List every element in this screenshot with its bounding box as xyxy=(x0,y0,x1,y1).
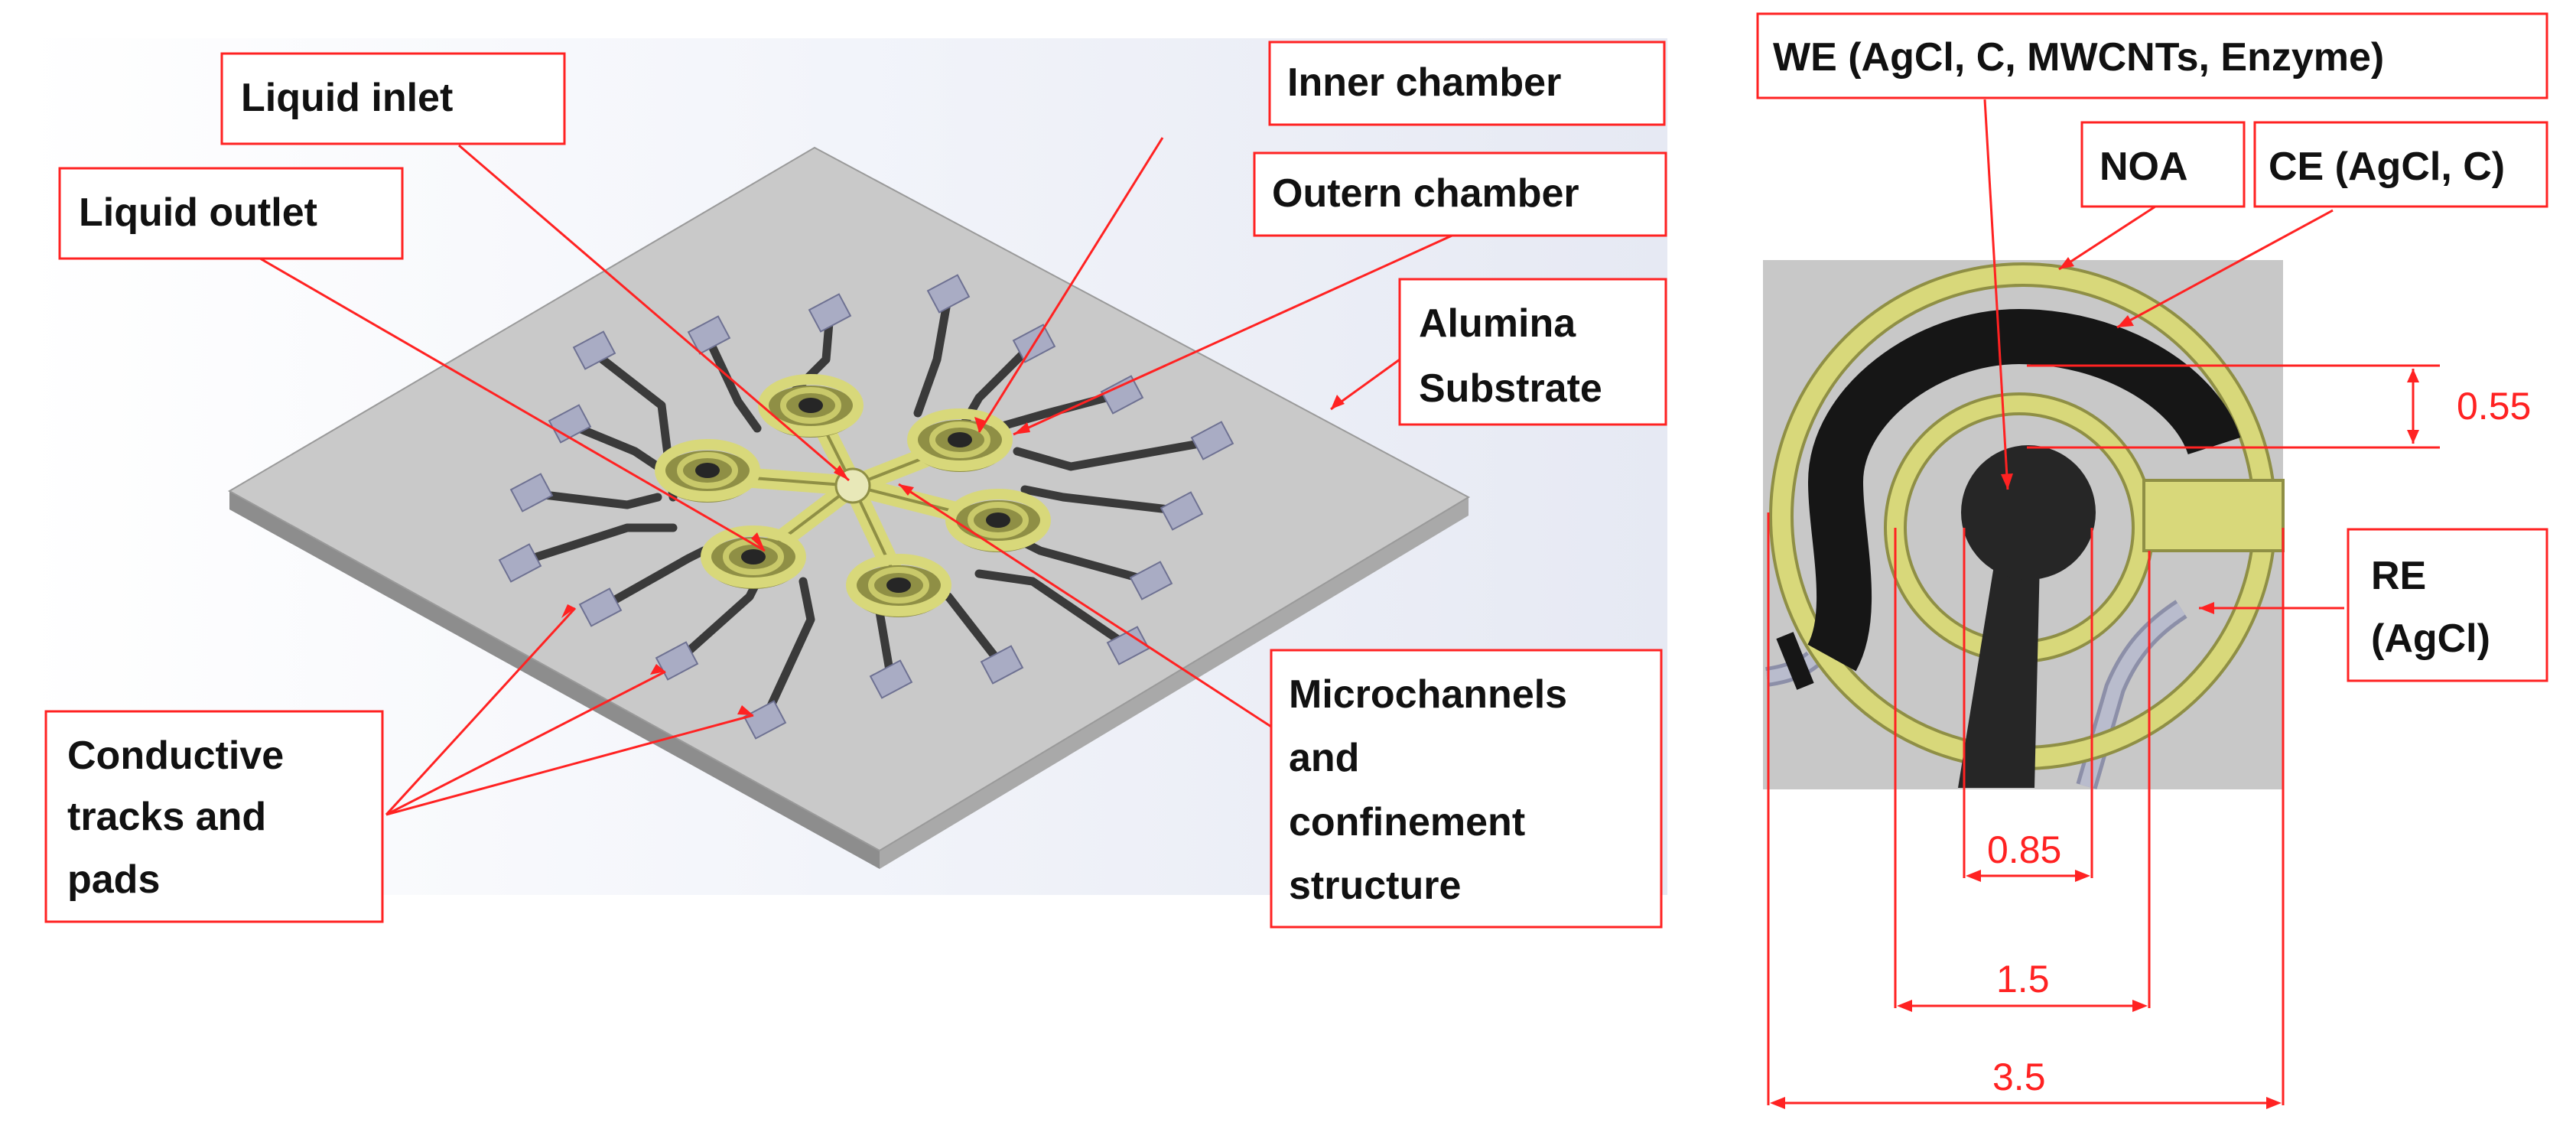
leader-lines-right xyxy=(1983,99,2344,610)
substrate-side-left xyxy=(229,491,880,869)
label-re: RE (AgCl) xyxy=(2347,528,2548,682)
re-gold-strip xyxy=(2142,479,2285,552)
sensor-chamber-6 xyxy=(846,554,951,617)
label-liquid-inlet-text: Liquid inlet xyxy=(241,76,453,120)
label-micro-line3: confinement xyxy=(1289,800,1525,844)
grey-trace-re-fill xyxy=(2080,603,2185,789)
label-conductive-line1: Conductive xyxy=(67,734,284,778)
leader-arrowheads-left xyxy=(561,395,1345,715)
label-we: WE (AgCl, C, MWCNTs, Enzyme) xyxy=(1756,12,2548,99)
label-outern-chamber-text: Outern chamber xyxy=(1272,171,1579,216)
label-we-text: WE (AgCl, C, MWCNTs, Enzyme) xyxy=(1773,35,2384,80)
leader-lines-left xyxy=(255,137,1458,816)
label-noa-text: NOA xyxy=(2100,145,2188,189)
dimension-3-5: 3.5 xyxy=(1992,1056,2046,1098)
dimension-0-85: 0.85 xyxy=(1987,828,2061,871)
sensor-chamber-2 xyxy=(907,408,1013,472)
dimension-lines xyxy=(1767,364,2440,1105)
label-ce: CE (AgCl, C) xyxy=(2253,121,2548,208)
label-liquid-inlet: Liquid inlet xyxy=(220,52,566,145)
electrode-top-view xyxy=(1763,260,2285,789)
dimension-arrowheads xyxy=(1770,369,2419,1109)
label-microchannels: Microchannels and confinement structure xyxy=(1270,649,1663,929)
label-micro-line2: and xyxy=(1289,736,1359,780)
label-alumina-substrate: Alumina Substrate xyxy=(1398,278,1667,426)
label-ce-text: CE (AgCl, C) xyxy=(2269,145,2505,189)
label-liquid-outlet-text: Liquid outlet xyxy=(79,190,317,235)
dimension-1-5: 1.5 xyxy=(1996,958,2050,1000)
counter-electrode-contact xyxy=(1776,632,1814,690)
contact-pads xyxy=(498,274,1234,740)
label-inner-chamber-text: Inner chamber xyxy=(1287,60,1561,105)
label-conductive-line3: pads xyxy=(67,857,160,902)
label-inner-chamber: Inner chamber xyxy=(1268,41,1666,126)
counter-electrode xyxy=(1807,308,2241,672)
working-electrode xyxy=(1961,445,2096,580)
substrate-side-right xyxy=(880,497,1469,869)
sensor-chamber-1 xyxy=(758,374,864,438)
label-re-line1: RE xyxy=(2371,554,2426,598)
label-alumina-line2: Substrate xyxy=(1419,366,1602,411)
label-micro-line4: structure xyxy=(1289,864,1461,908)
label-micro-line1: Microchannels xyxy=(1289,672,1567,717)
sensor-chamber-5 xyxy=(701,525,806,589)
label-re-line2: (AgCl) xyxy=(2371,617,2490,661)
label-liquid-outlet: Liquid outlet xyxy=(58,167,404,260)
sensor-chamber-3 xyxy=(655,439,760,503)
sensor-chamber-4 xyxy=(945,489,1051,552)
label-outern-chamber: Outern chamber xyxy=(1253,151,1667,237)
conductive-tracks xyxy=(516,290,1217,724)
dimension-0-55: 0.55 xyxy=(2457,385,2531,428)
leader-arrowheads-right xyxy=(2001,257,2214,614)
label-noa: NOA xyxy=(2080,121,2246,208)
label-conductive-tracks: Conductive tracks and pads xyxy=(44,710,384,923)
we-lead xyxy=(1958,528,2041,788)
label-conductive-line2: tracks and xyxy=(67,795,266,839)
label-alumina-line1: Alumina xyxy=(1419,301,1576,346)
